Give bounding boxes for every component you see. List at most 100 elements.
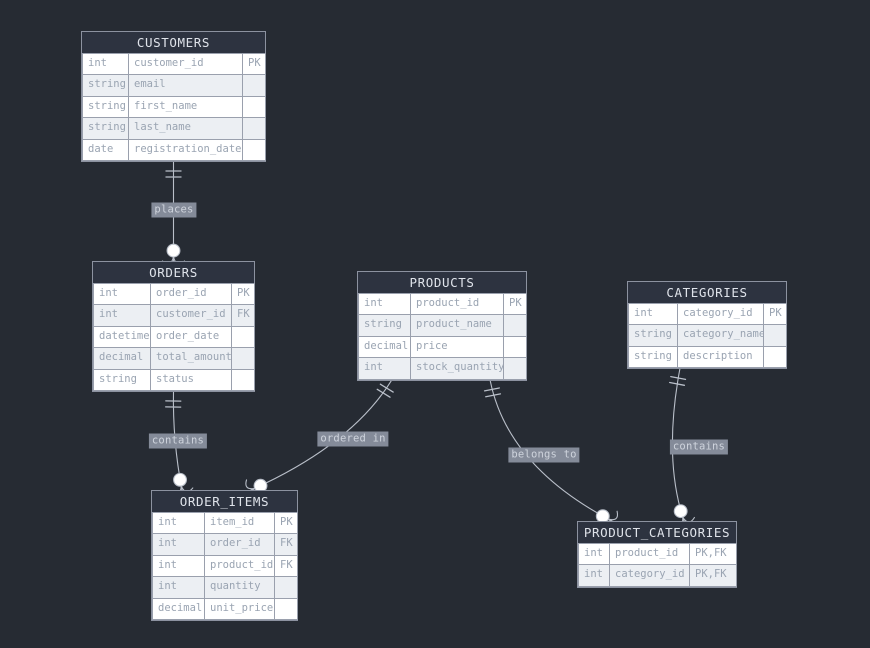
attribute-key — [274, 597, 298, 620]
attribute-type: int — [93, 304, 151, 327]
attribute-type: date — [82, 138, 129, 161]
attribute-name: last_name — [128, 117, 243, 140]
attribute-type: int — [82, 53, 129, 76]
entity-title: ORDERS — [93, 262, 254, 284]
attribute-name: stock_quantity — [410, 357, 504, 380]
attribute-type: int — [152, 533, 205, 556]
attribute-name: category_name — [677, 324, 764, 347]
attribute-type: int — [152, 576, 205, 599]
attribute-key: PK — [242, 53, 266, 76]
attribute-name: quantity — [204, 576, 275, 599]
attribute-key — [242, 95, 266, 119]
attribute-type: int — [358, 293, 411, 316]
attribute-name: customer_id — [150, 304, 232, 327]
relationship-label-belongs-to: belongs to — [508, 447, 580, 463]
attribute-type: string — [82, 74, 129, 97]
attribute-key — [231, 368, 255, 391]
attribute-type: int — [578, 564, 610, 587]
entity-title: CUSTOMERS — [82, 32, 265, 54]
attribute-key — [242, 138, 266, 161]
attribute-key — [763, 345, 787, 369]
attribute-name: product_id — [204, 554, 275, 578]
attribute-type: int — [578, 543, 610, 566]
attribute-type: string — [358, 314, 411, 337]
attribute-key — [242, 74, 266, 97]
attribute-name: price — [410, 335, 504, 359]
attribute-type: string — [93, 368, 151, 391]
attribute-name: registration_date — [128, 138, 243, 161]
attribute-name: product_id — [410, 293, 504, 316]
attribute-key — [231, 347, 255, 370]
attribute-key — [242, 117, 266, 140]
attribute-type: string — [628, 324, 678, 347]
attribute-name: customer_id — [128, 53, 243, 76]
attribute-key: PK — [763, 303, 787, 326]
attribute-key — [274, 576, 298, 599]
attribute-key — [503, 357, 527, 380]
attribute-name: product_name — [410, 314, 504, 337]
attribute-key — [503, 335, 527, 359]
attribute-name: first_name — [128, 95, 243, 119]
attribute-type: decimal — [358, 335, 411, 359]
attribute-type: datetime — [93, 325, 151, 349]
attribute-key: PK,FK — [689, 564, 737, 587]
attribute-type: string — [82, 95, 129, 119]
entity-title: ORDER_ITEMS — [152, 491, 297, 513]
attribute-type: int — [93, 283, 151, 306]
attribute-type: int — [152, 554, 205, 578]
attribute-name: item_id — [204, 512, 275, 535]
attribute-name: email — [128, 74, 243, 97]
attribute-type: int — [152, 512, 205, 535]
attribute-name: category_id — [677, 303, 764, 326]
attribute-key: FK — [274, 554, 298, 578]
attribute-key — [503, 314, 527, 337]
relationship-label-places: places — [151, 202, 197, 218]
attribute-key: FK — [274, 533, 298, 556]
attribute-key: PK — [503, 293, 527, 316]
attribute-name: category_id — [609, 564, 690, 587]
attribute-key — [763, 324, 787, 347]
attribute-key: PK — [274, 512, 298, 535]
entity-title: CATEGORIES — [628, 282, 786, 304]
relationship-label-ordered-in: ordered in — [317, 431, 389, 447]
attribute-key: PK — [231, 283, 255, 306]
entity-title: PRODUCT_CATEGORIES — [578, 522, 736, 544]
attribute-key — [231, 325, 255, 349]
attribute-name: product_id — [609, 543, 690, 566]
relationship-label-contains-product-categories: contains — [669, 439, 729, 455]
attribute-name: status — [150, 368, 232, 391]
attribute-type: decimal — [93, 347, 151, 370]
attribute-key: PK,FK — [689, 543, 737, 566]
attribute-type: decimal — [152, 597, 205, 620]
attribute-name: order_id — [204, 533, 275, 556]
relationship-label-contains-order-items: contains — [148, 433, 208, 449]
attribute-name: order_id — [150, 283, 232, 306]
attribute-name: description — [677, 345, 764, 369]
attribute-type: string — [628, 345, 678, 369]
